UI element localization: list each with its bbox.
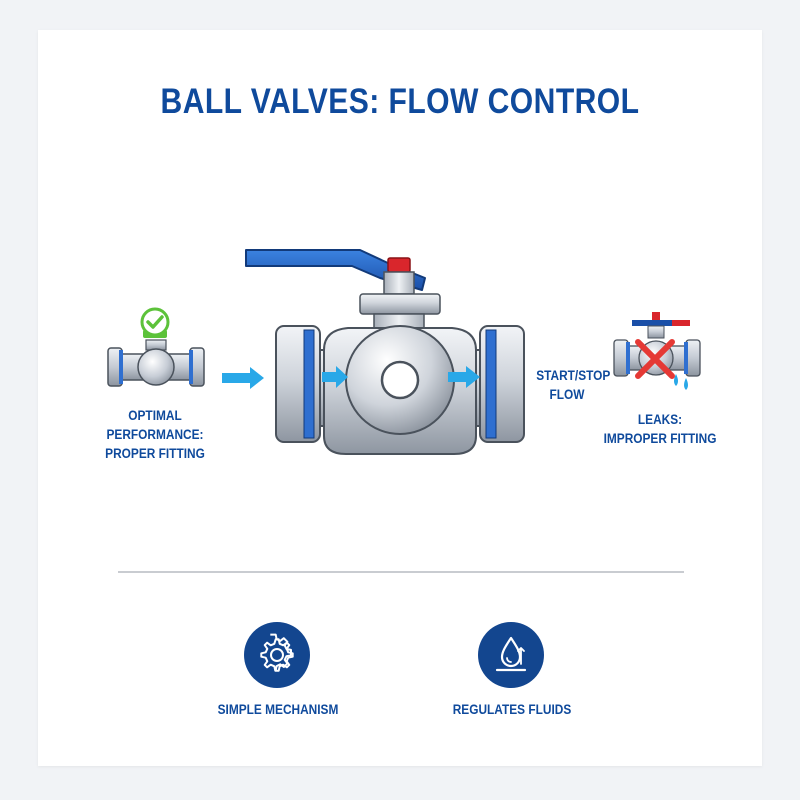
page-title: BALL VALVES: FLOW CONTROL xyxy=(160,82,640,121)
optimal-line-2: PROPER FITTING xyxy=(105,446,205,461)
feature-icon-circle-2 xyxy=(478,622,544,688)
optimal-line-1: OPTIMAL PERFORMANCE: xyxy=(106,408,204,442)
startstop-line-2: FLOW xyxy=(549,387,585,402)
startstop-line-1: START/STOP xyxy=(536,368,611,383)
optimal-performance-label: OPTIMAL PERFORMANCE: PROPER FITTING xyxy=(80,406,230,463)
ball-valve-illustration xyxy=(245,249,525,455)
leaks-line-2: IMPROPER FITTING xyxy=(603,431,717,446)
start-stop-flow-label: START/STOP FLOW xyxy=(536,366,611,404)
feature-label-2: REGULATES FLUIDS xyxy=(452,702,572,717)
leaks-label: LEAKS: IMPROPER FITTING xyxy=(598,410,721,448)
feature-icon-circle-1 xyxy=(244,622,310,688)
gear-icon xyxy=(260,633,294,672)
feature-label-1: SIMPLE MECHANISM xyxy=(217,702,339,717)
leaks-line-1: LEAKS: xyxy=(637,412,683,427)
section-divider xyxy=(118,571,684,573)
check-icon xyxy=(140,307,170,338)
improper-fitting-valve-illustration xyxy=(613,312,701,390)
water-drop-icon xyxy=(495,636,527,672)
proper-fitting-valve-illustration xyxy=(107,339,205,387)
flow-arrow-icon xyxy=(222,367,264,389)
